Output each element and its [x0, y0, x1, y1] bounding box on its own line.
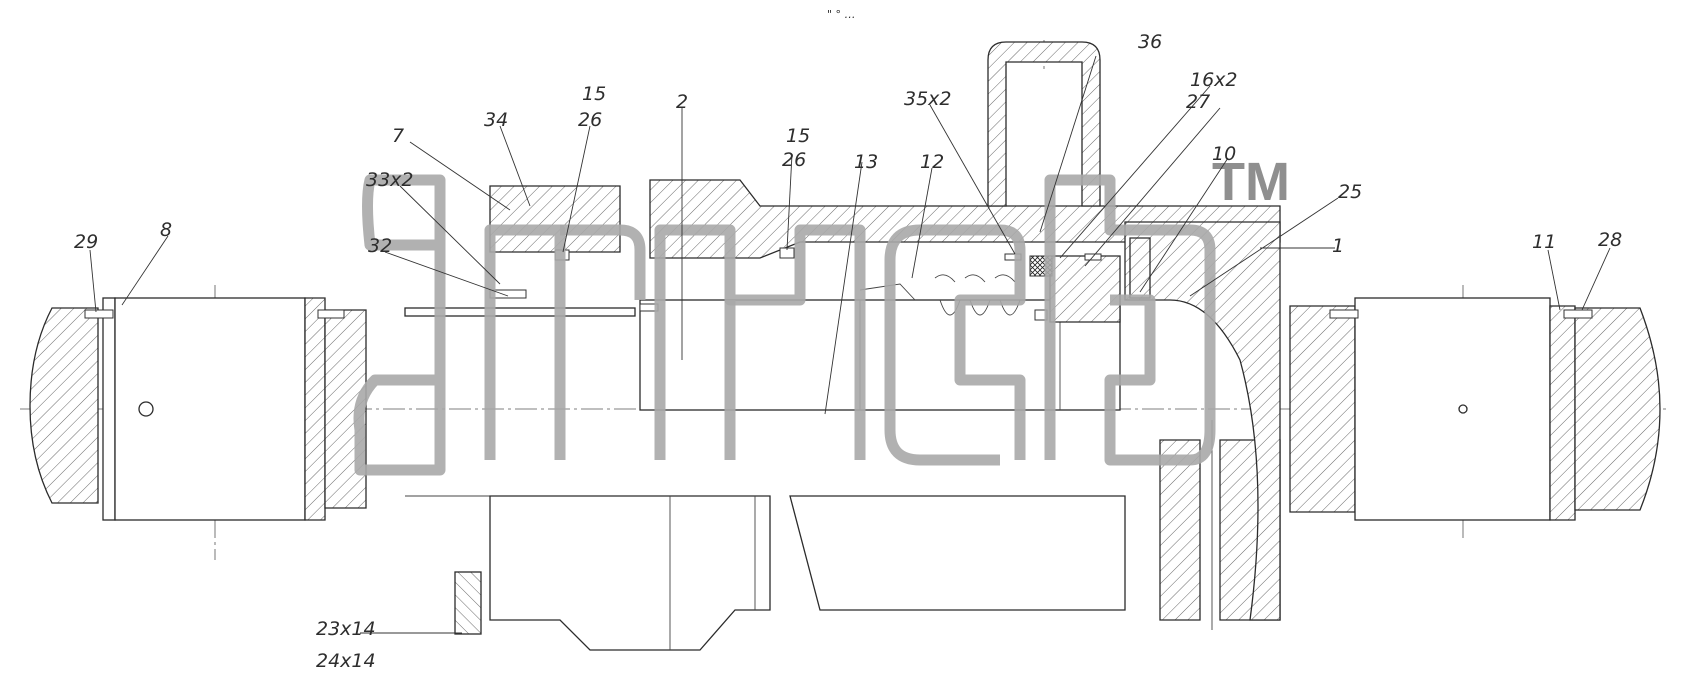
callout-23x14: 23x14 [316, 618, 376, 640]
callout-34: 34 [484, 109, 508, 131]
handle [987, 41, 1101, 207]
callout-26-mid: 26 [782, 149, 806, 171]
callout-2: 2 [676, 91, 688, 113]
callout-32: 32 [368, 235, 392, 257]
callout-26-top: 26 [578, 109, 602, 131]
main-body [404, 179, 1281, 651]
callout-36: 36 [1138, 31, 1162, 53]
header-mark: " ° … [827, 8, 856, 21]
callout-35x2: 35x2 [904, 88, 952, 110]
callout-24x14: 24x14 [316, 650, 376, 672]
callout-7: 7 [392, 125, 404, 147]
callout-25: 25 [1338, 181, 1362, 203]
callout-13: 13 [854, 151, 878, 173]
callout-12: 12 [920, 151, 944, 173]
right-flange [1289, 297, 1661, 521]
leader-lines [89, 55, 1611, 634]
left-flange [29, 297, 367, 521]
callout-11: 11 [1532, 231, 1556, 253]
callout-8: 8 [160, 219, 172, 241]
callout-1: 1 [1332, 235, 1344, 257]
brand-watermark-icon: TM [353, 152, 1290, 476]
callout-29: 29 [74, 231, 98, 253]
callout-33x2: 33x2 [366, 169, 414, 191]
callout-27: 27 [1186, 91, 1210, 113]
callout-15-top: 15 [582, 83, 606, 105]
callout-16x2: 16x2 [1190, 69, 1238, 91]
callout-15-mid: 15 [786, 125, 810, 147]
callout-28: 28 [1598, 229, 1622, 251]
callout-10: 10 [1212, 143, 1236, 165]
